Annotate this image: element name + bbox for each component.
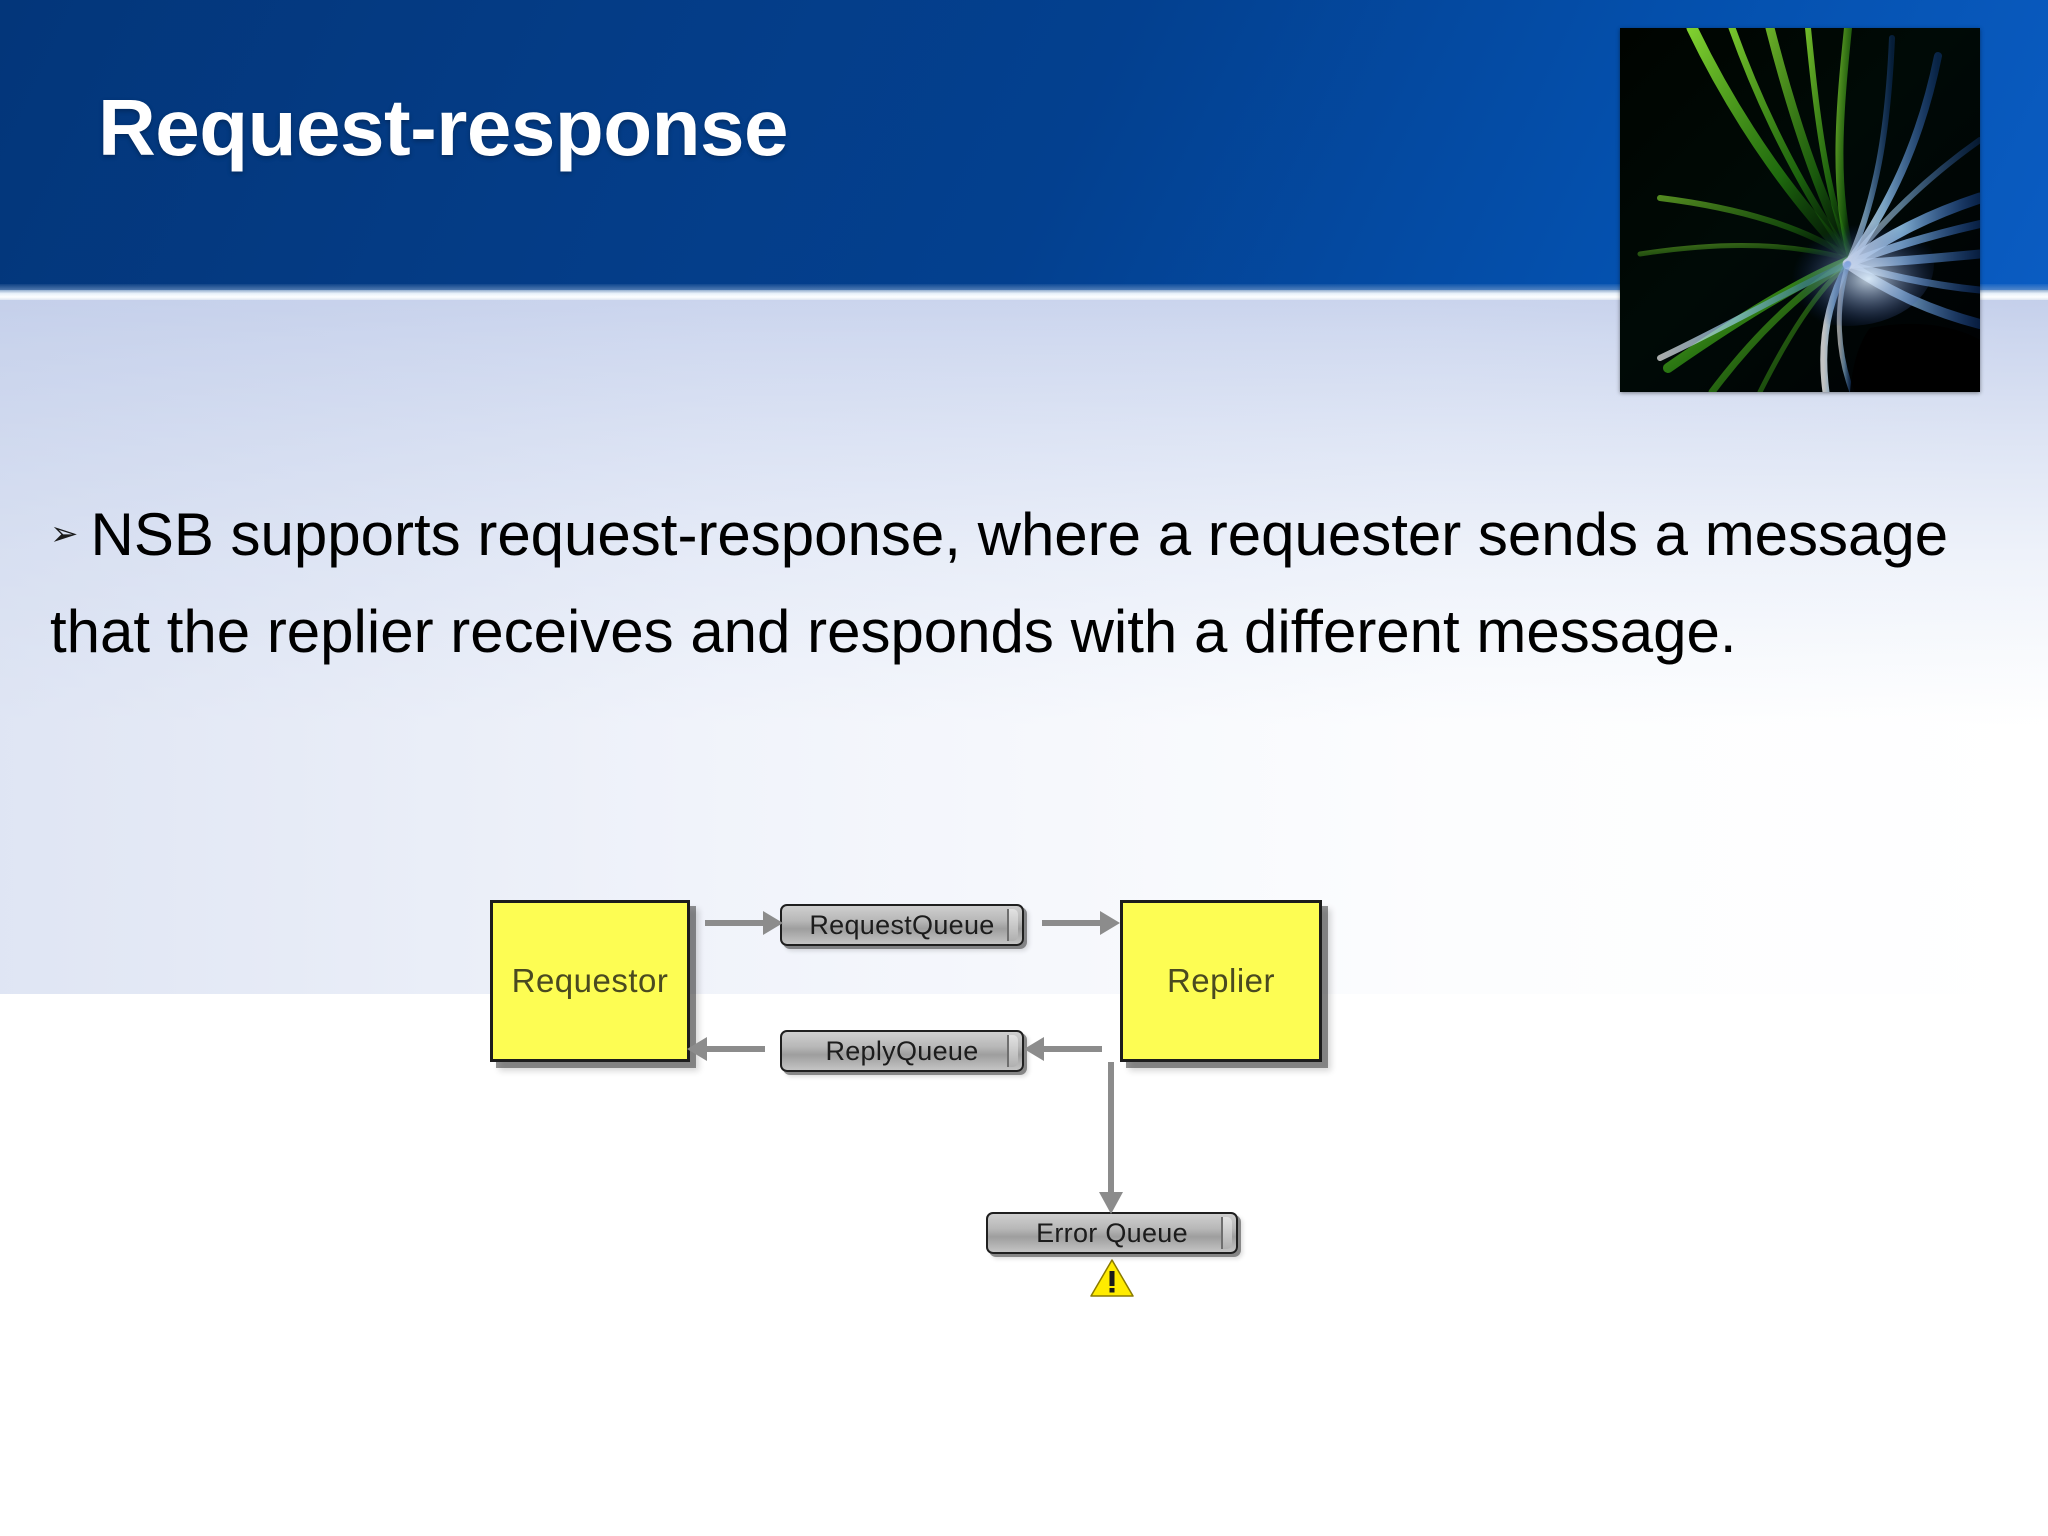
arrow-requestor-to-request-queue: [705, 911, 783, 935]
diagram-queue-error-label: Error Queue: [1036, 1217, 1188, 1248]
arrow-head-icon: [1099, 1192, 1123, 1214]
arrow-head-icon: [1100, 911, 1120, 935]
slide-background-wash-horizontal: [0, 294, 2048, 994]
arrow-reply-queue-to-requestor: [687, 1037, 765, 1061]
arrow-head-icon: [687, 1037, 707, 1061]
list-item: ➢NSB supports request-response, where a …: [50, 486, 1980, 680]
abstract-light-streaks-image: [1620, 28, 1980, 392]
list-item-label: NSB supports request-response, where a r…: [50, 501, 1949, 665]
diagram-node-requestor: Requestor: [490, 900, 690, 1062]
arrow-replier-to-reply-queue: [1024, 1037, 1102, 1061]
diagram-queue-reply-label: ReplyQueue: [825, 1035, 979, 1066]
arrow-head-icon: [1024, 1037, 1044, 1061]
header-separator-line: [0, 290, 2048, 300]
page-title: Request-response: [98, 83, 788, 172]
arrow-replier-to-error-queue: [1099, 1062, 1123, 1214]
request-response-diagram: Requestor Replier RequestQueue ReplyQueu…: [490, 880, 1670, 1330]
diagram-queue-reply: ReplyQueue: [780, 1030, 1024, 1072]
diagram-queue-request: RequestQueue: [780, 904, 1024, 946]
arrow-head-icon: [763, 911, 783, 935]
diagram-queue-request-label: RequestQueue: [809, 909, 995, 940]
diagram-node-replier: Replier: [1120, 900, 1322, 1062]
diagram-queue-error: Error Queue: [986, 1212, 1238, 1254]
bullet-arrow-icon: ➢: [50, 515, 79, 553]
arrow-request-queue-to-replier: [1042, 911, 1120, 935]
diagram-node-replier-label: Replier: [1166, 962, 1276, 999]
diagram-node-requestor-label: Requestor: [511, 962, 669, 999]
warning-triangle-icon: [1090, 1258, 1134, 1298]
body-content: ➢NSB supports request-response, where a …: [50, 486, 1980, 680]
